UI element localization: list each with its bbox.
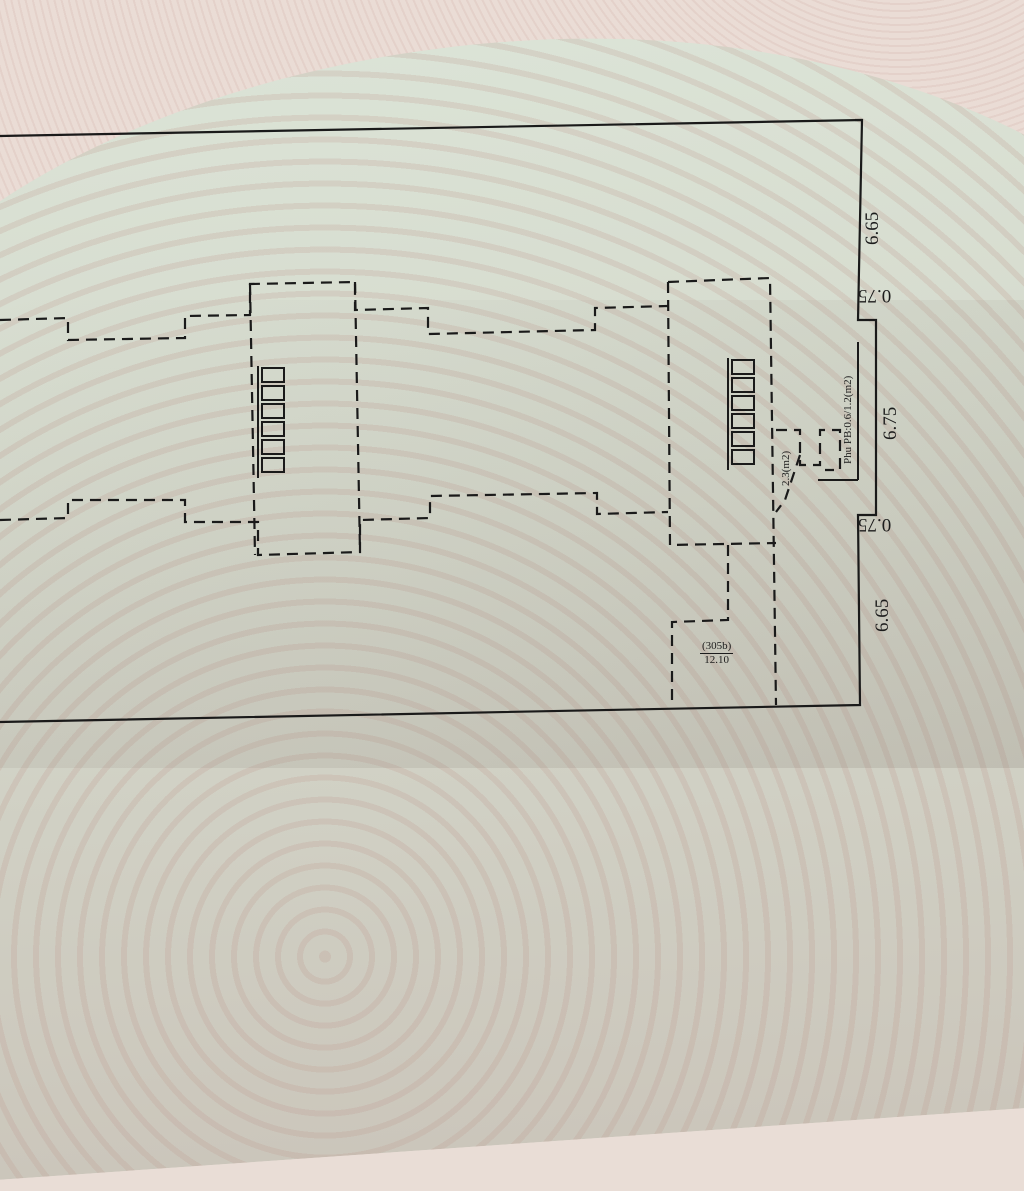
stair-block-left <box>248 283 257 556</box>
small-area-label: 2.3(m2) <box>780 450 792 486</box>
building-outline-bottom <box>0 491 669 557</box>
small-room <box>776 428 842 472</box>
parcel-label: (305b) 12.10 <box>700 640 734 667</box>
plot-boundary <box>0 118 878 724</box>
parcel-id: (305b) <box>700 640 734 654</box>
auxiliary-area-label: Phu PB:0.6/1.2(m2) <box>842 375 854 464</box>
stair-block-right <box>667 276 778 706</box>
photo-shadow <box>0 300 1024 768</box>
dimension-bottom-offset: 0.75 <box>858 514 892 535</box>
dimension-middle-segment: 6.75 <box>880 406 901 440</box>
floor-plan <box>0 118 878 724</box>
dimension-top-offset: 0.75 <box>858 285 892 306</box>
stairs-left-icon <box>257 366 285 478</box>
parcel-area: 12.10 <box>704 654 730 666</box>
stairs-right-icon <box>727 358 755 470</box>
building-outline-top <box>0 280 669 342</box>
dimension-bottom-segment: 6.65 <box>872 598 893 632</box>
dimension-top-segment: 6.65 <box>862 211 883 245</box>
